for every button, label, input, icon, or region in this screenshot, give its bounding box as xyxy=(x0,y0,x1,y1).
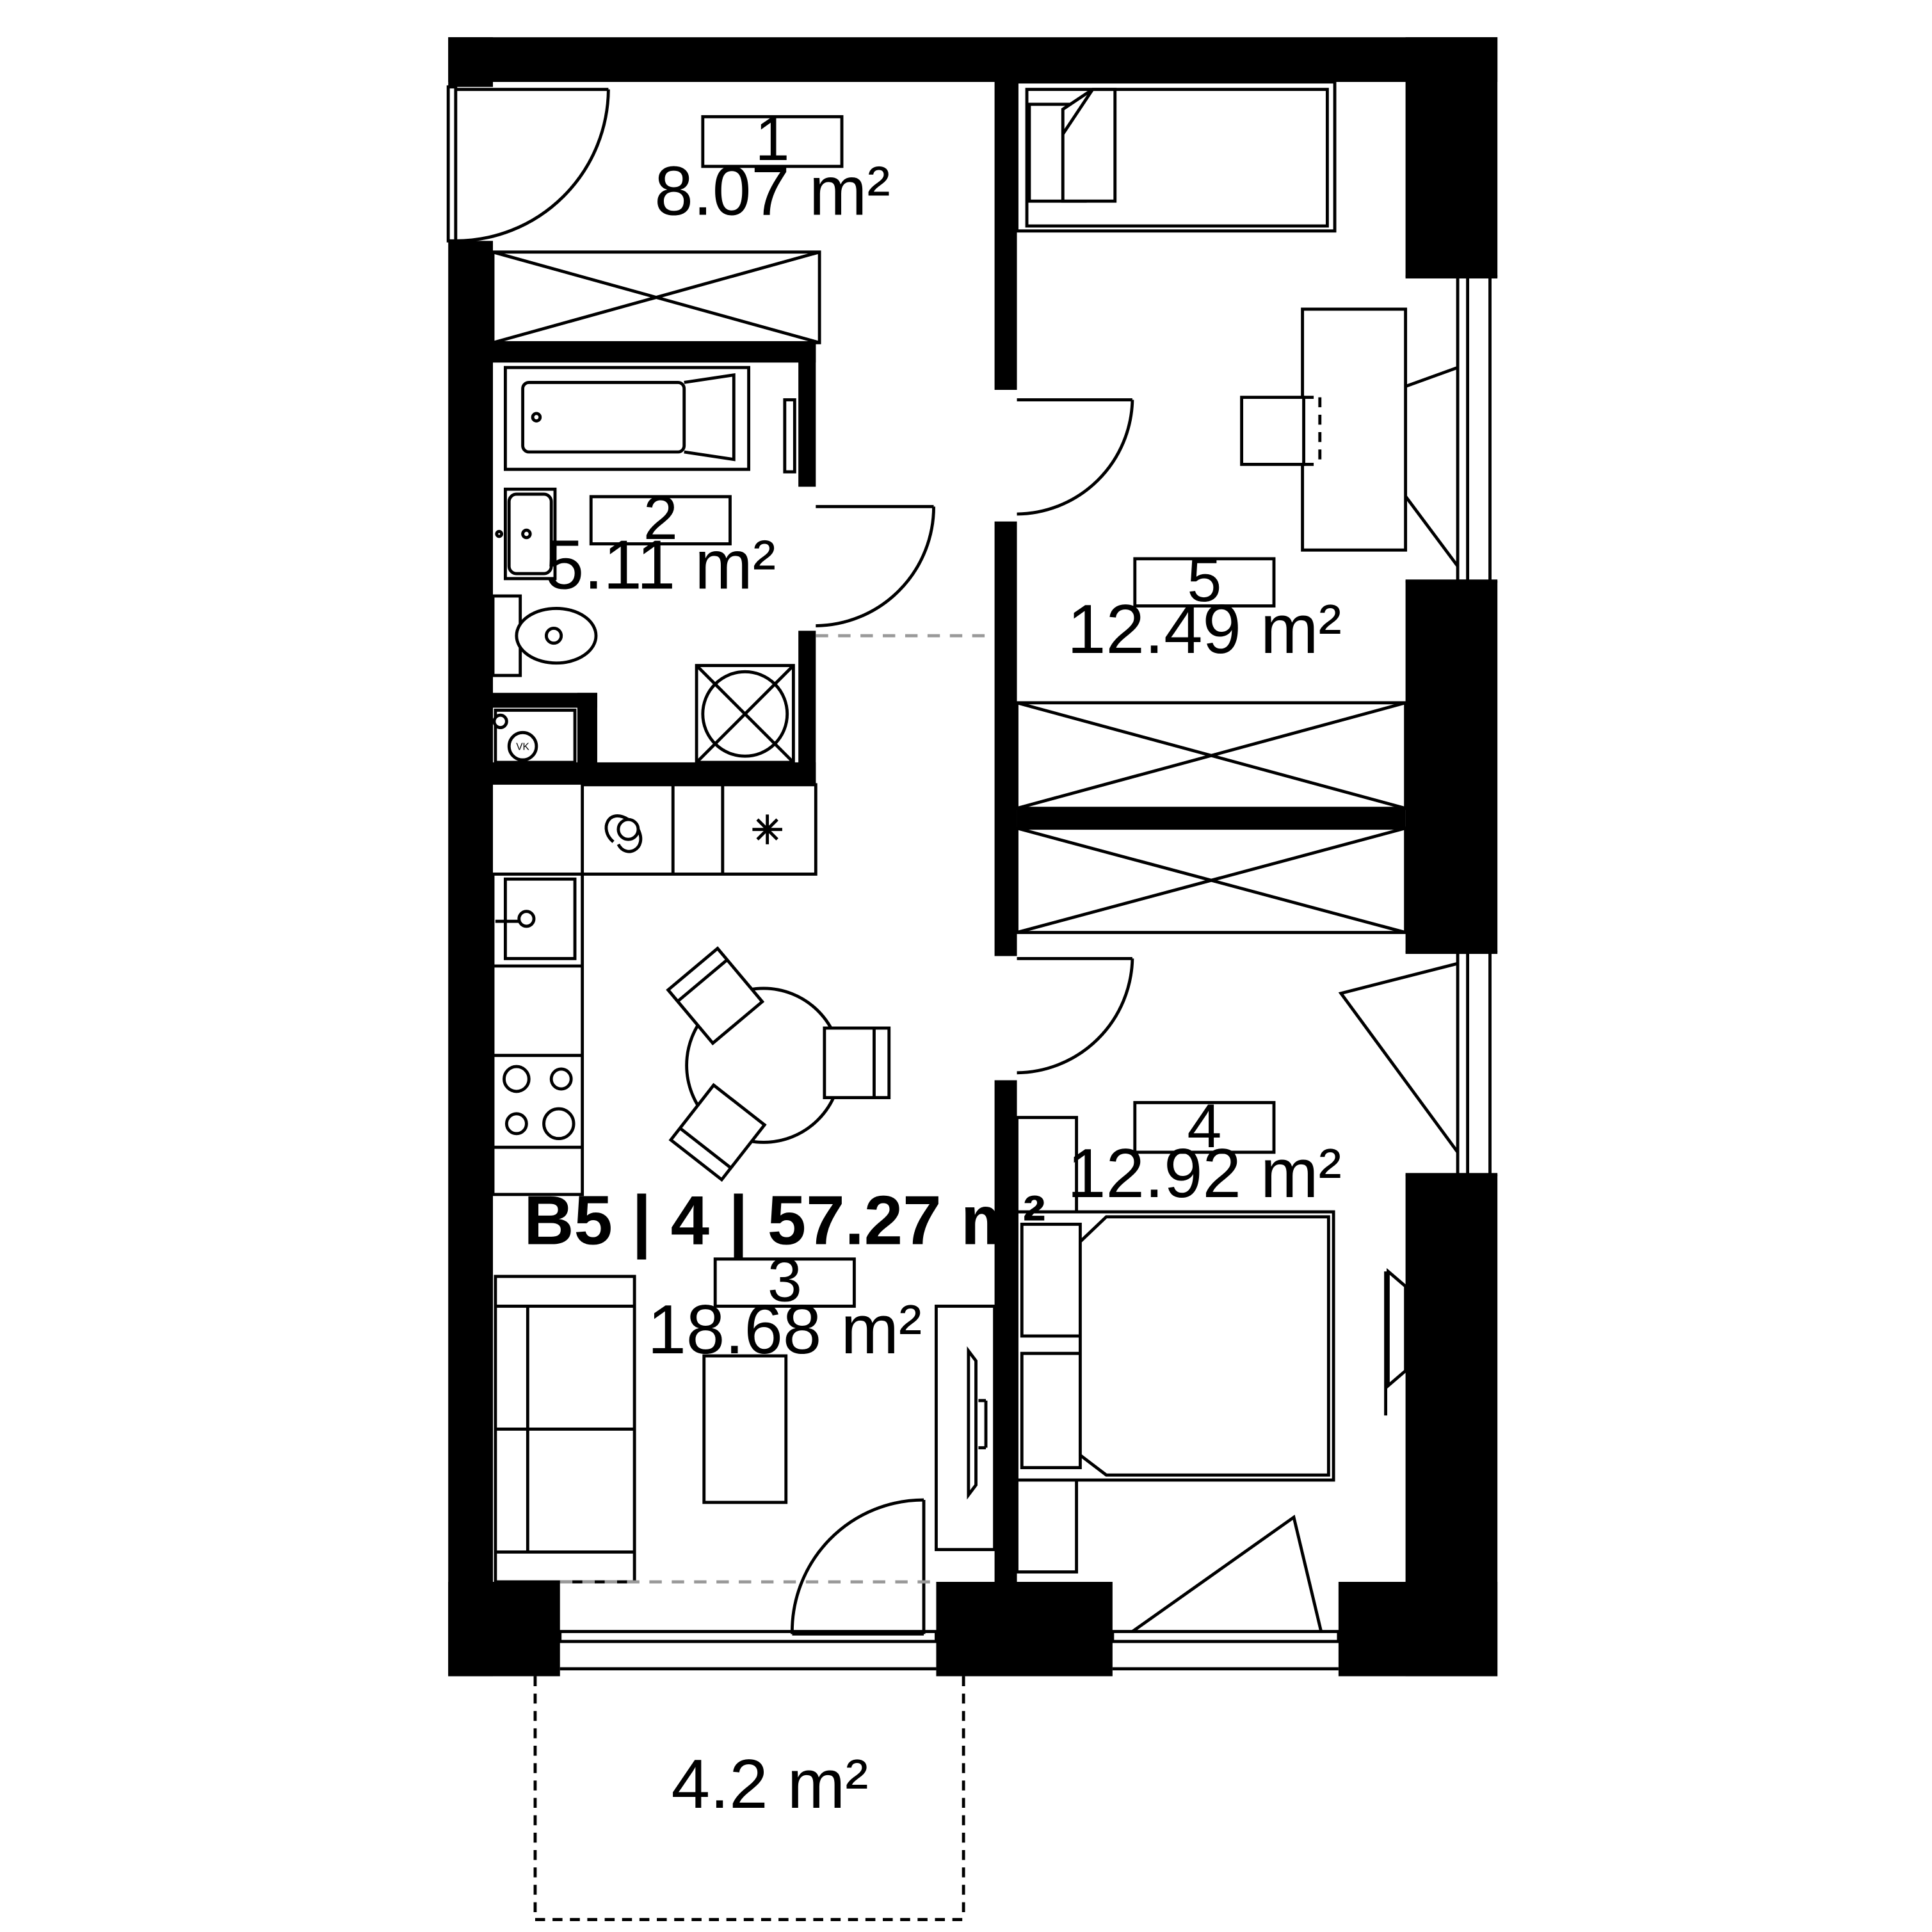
chair-top-left xyxy=(666,946,765,1045)
room-label-3: 3 18.68 m² xyxy=(648,1245,922,1369)
entrance-door[interactable] xyxy=(446,85,610,243)
room-number: 2 xyxy=(643,483,678,552)
tv-stand xyxy=(935,1305,997,1552)
room-number: 1 xyxy=(755,104,789,173)
room-area: 12.49 m² xyxy=(1067,591,1342,668)
balcony: 4.2 m² xyxy=(533,1676,965,1922)
room4-bottom-window-sash[interactable] xyxy=(1131,1515,1323,1633)
room4-furniture xyxy=(1015,826,1408,1574)
tv-room4 xyxy=(1384,1268,1408,1416)
cooktop xyxy=(503,1065,576,1141)
wardrobe-room4 xyxy=(1015,826,1408,935)
partition-living-room4 xyxy=(994,1080,1017,1584)
shaft-right-wall xyxy=(577,693,597,768)
window-room4-bottom xyxy=(1111,1630,1340,1671)
bottom-wall-right xyxy=(1338,1582,1498,1677)
vk-shaft: VK xyxy=(492,709,577,764)
vk-label: VK xyxy=(516,742,529,753)
bathroom-door[interactable] xyxy=(816,504,935,627)
room-label-5: 5 12.49 m² xyxy=(1067,545,1342,668)
partition-room5-room4 xyxy=(1017,808,1406,828)
bathroom-right-wall-lower xyxy=(798,631,816,785)
single-bed xyxy=(1015,80,1337,233)
shaft-top-wall xyxy=(490,693,597,708)
bathroom-top-wall xyxy=(490,342,816,363)
balcony-door-frame xyxy=(558,1630,938,1671)
washbasin xyxy=(495,487,557,581)
room-number-box xyxy=(701,115,844,168)
room5-furniture xyxy=(1015,80,1408,810)
fridge-icon xyxy=(604,814,643,853)
left-wall-top-stub xyxy=(448,37,494,87)
room-number: 4 xyxy=(1187,1091,1221,1161)
room-number-box xyxy=(1133,1100,1276,1154)
window-room4 xyxy=(1405,951,1498,1177)
living-furniture xyxy=(494,1275,997,1584)
bathroom-right-wall-upper xyxy=(798,342,816,487)
freezer-icon xyxy=(752,814,782,844)
room-area: 18.68 m² xyxy=(648,1291,922,1369)
bottom-wall-left xyxy=(448,1582,560,1677)
room-number-box xyxy=(589,495,732,545)
left-wall xyxy=(448,241,494,1677)
kitchen xyxy=(491,783,817,1196)
dining-set xyxy=(666,946,891,1182)
room-label-1: 1 8.07 m² xyxy=(654,104,890,230)
room-area: 12.92 m² xyxy=(1067,1135,1342,1212)
bathtub xyxy=(503,366,750,471)
desk xyxy=(1301,307,1408,552)
room4-door[interactable] xyxy=(1017,956,1134,1075)
walls xyxy=(448,37,1498,1677)
room-label-2: 2 5.11 m² xyxy=(545,483,776,604)
windows xyxy=(558,275,1498,1671)
window-room5 xyxy=(1405,275,1498,583)
bathroom-bottom-wall xyxy=(490,762,816,785)
bottom-wall-center xyxy=(936,1582,1113,1677)
desk-chair xyxy=(1240,396,1322,466)
room-number-box xyxy=(1133,557,1276,608)
wardrobe-hall xyxy=(491,250,821,344)
unit-title: B5 | 4 | 57.27 m² xyxy=(524,1182,1045,1260)
room-number: 3 xyxy=(768,1245,802,1315)
right-wall-middle xyxy=(1405,581,1498,953)
room-number: 5 xyxy=(1187,545,1221,615)
room5-door[interactable] xyxy=(1017,398,1134,516)
room4-window-sash[interactable] xyxy=(1338,962,1460,1154)
balcony-door[interactable] xyxy=(791,1498,926,1636)
partition-hall-room5-lower xyxy=(994,521,1017,956)
toilet xyxy=(491,594,598,677)
room-number-box xyxy=(713,1257,856,1308)
balcony-area: 4.2 m² xyxy=(672,1746,869,1823)
room-label-4: 4 12.92 m² xyxy=(1067,1091,1342,1212)
chair-bottom-left xyxy=(668,1083,767,1182)
kitchen-sink xyxy=(495,877,577,960)
room-area: 5.11 m² xyxy=(545,526,776,604)
washing-machine xyxy=(695,664,795,764)
coffee-table xyxy=(702,1354,788,1504)
right-wall-upper xyxy=(1405,37,1498,277)
double-bed xyxy=(1015,1210,1335,1482)
top-wall xyxy=(448,37,1498,83)
room-area: 8.07 m² xyxy=(654,153,890,230)
towel-radiator xyxy=(783,398,796,474)
chair-right xyxy=(823,1026,891,1100)
bathroom-fixtures: VK xyxy=(491,366,796,764)
partition-hall-room5-upper xyxy=(994,79,1017,390)
sofa xyxy=(494,1275,636,1584)
wardrobe-room5 xyxy=(1015,701,1408,810)
